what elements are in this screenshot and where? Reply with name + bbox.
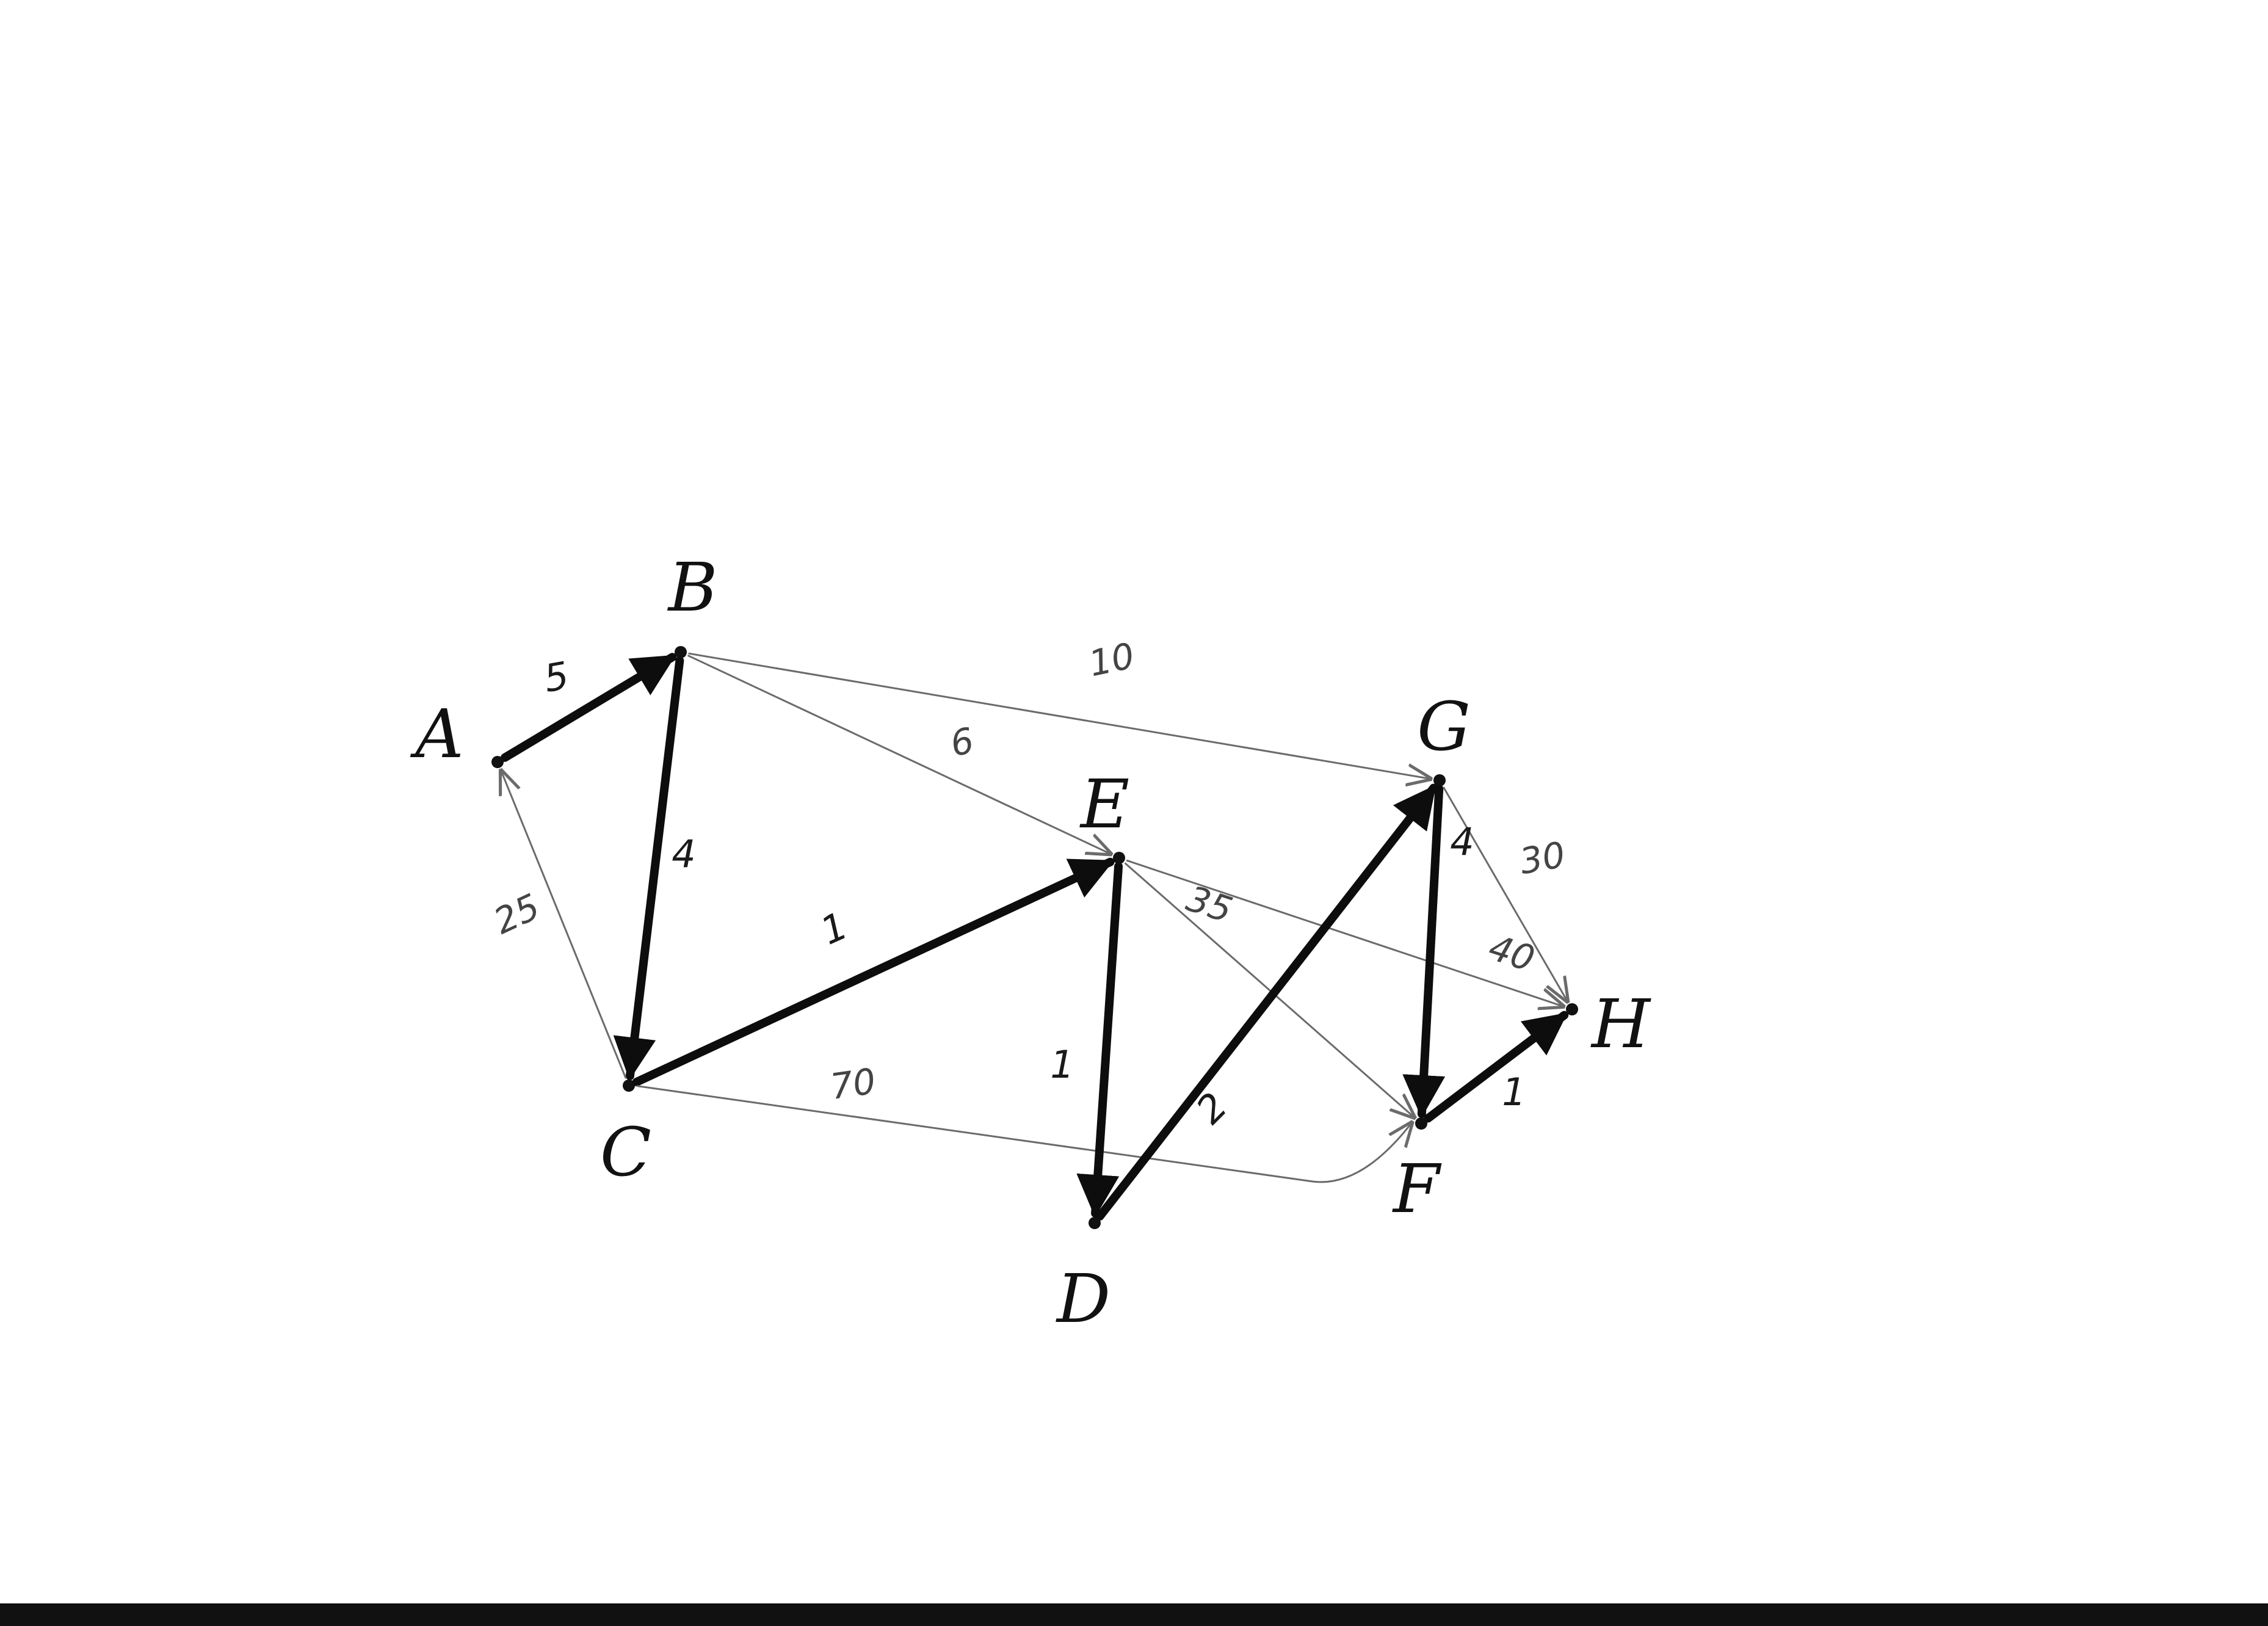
scanner-edge-bar xyxy=(0,1603,2268,1626)
weight-label-e-h: 35 xyxy=(1182,877,1237,931)
edge-b-c xyxy=(613,656,684,1081)
node-a xyxy=(491,756,504,768)
edge-f-h xyxy=(1424,1011,1569,1123)
edge-c-a xyxy=(501,771,627,1079)
edge-b-e xyxy=(687,655,1110,854)
node-g xyxy=(1433,774,1446,786)
node-label-e: E xyxy=(1079,765,1129,843)
weight-label-c-e: 1 xyxy=(814,903,854,954)
node-label-c: C xyxy=(600,1113,651,1191)
edge-e-h xyxy=(1126,859,1563,1006)
weight-label-e-d: 1 xyxy=(1050,1042,1074,1087)
edge-a-b xyxy=(501,653,677,762)
edge-c-f xyxy=(636,1085,1411,1183)
edge-g-f xyxy=(1402,784,1446,1119)
edge-c-e xyxy=(632,857,1115,1087)
node-label-b: B xyxy=(667,548,718,626)
node-b xyxy=(675,646,687,658)
node-label-h: H xyxy=(1590,985,1651,1063)
node-f xyxy=(1415,1117,1427,1130)
weight-label-b-g: 10 xyxy=(1085,635,1138,685)
weight-label-b-c: 4 xyxy=(672,832,695,876)
weight-label-b-e: 6 xyxy=(947,719,977,764)
weight-label-a-b: 5 xyxy=(541,653,573,701)
edge-g-h xyxy=(1443,786,1567,1001)
node-label-f: F xyxy=(1392,1150,1442,1228)
node-label-g: G xyxy=(1417,688,1471,766)
weight-label-g-h: 30 xyxy=(1516,833,1568,882)
node-label-d: D xyxy=(1056,1260,1110,1338)
node-e xyxy=(1113,852,1125,864)
nodes-layer xyxy=(491,646,1578,1229)
node-h xyxy=(1566,1003,1578,1015)
weight-label-c-f: 70 xyxy=(828,1060,879,1108)
edge-d-g xyxy=(1095,783,1438,1221)
edge-e-d xyxy=(1076,862,1123,1218)
node-label-a: A xyxy=(410,695,463,773)
weight-label-f-h: 1 xyxy=(1502,1070,1526,1114)
weight-label-c-a: 25 xyxy=(488,885,546,942)
edges-layer xyxy=(501,652,1569,1221)
node-c xyxy=(623,1080,635,1092)
weight-label-e-f: 40 xyxy=(1484,926,1540,979)
edge-b-g xyxy=(688,652,1430,779)
node-d xyxy=(1089,1217,1101,1229)
edge-e-f xyxy=(1125,862,1414,1117)
weight-label-g-f: 4 xyxy=(1450,819,1474,864)
